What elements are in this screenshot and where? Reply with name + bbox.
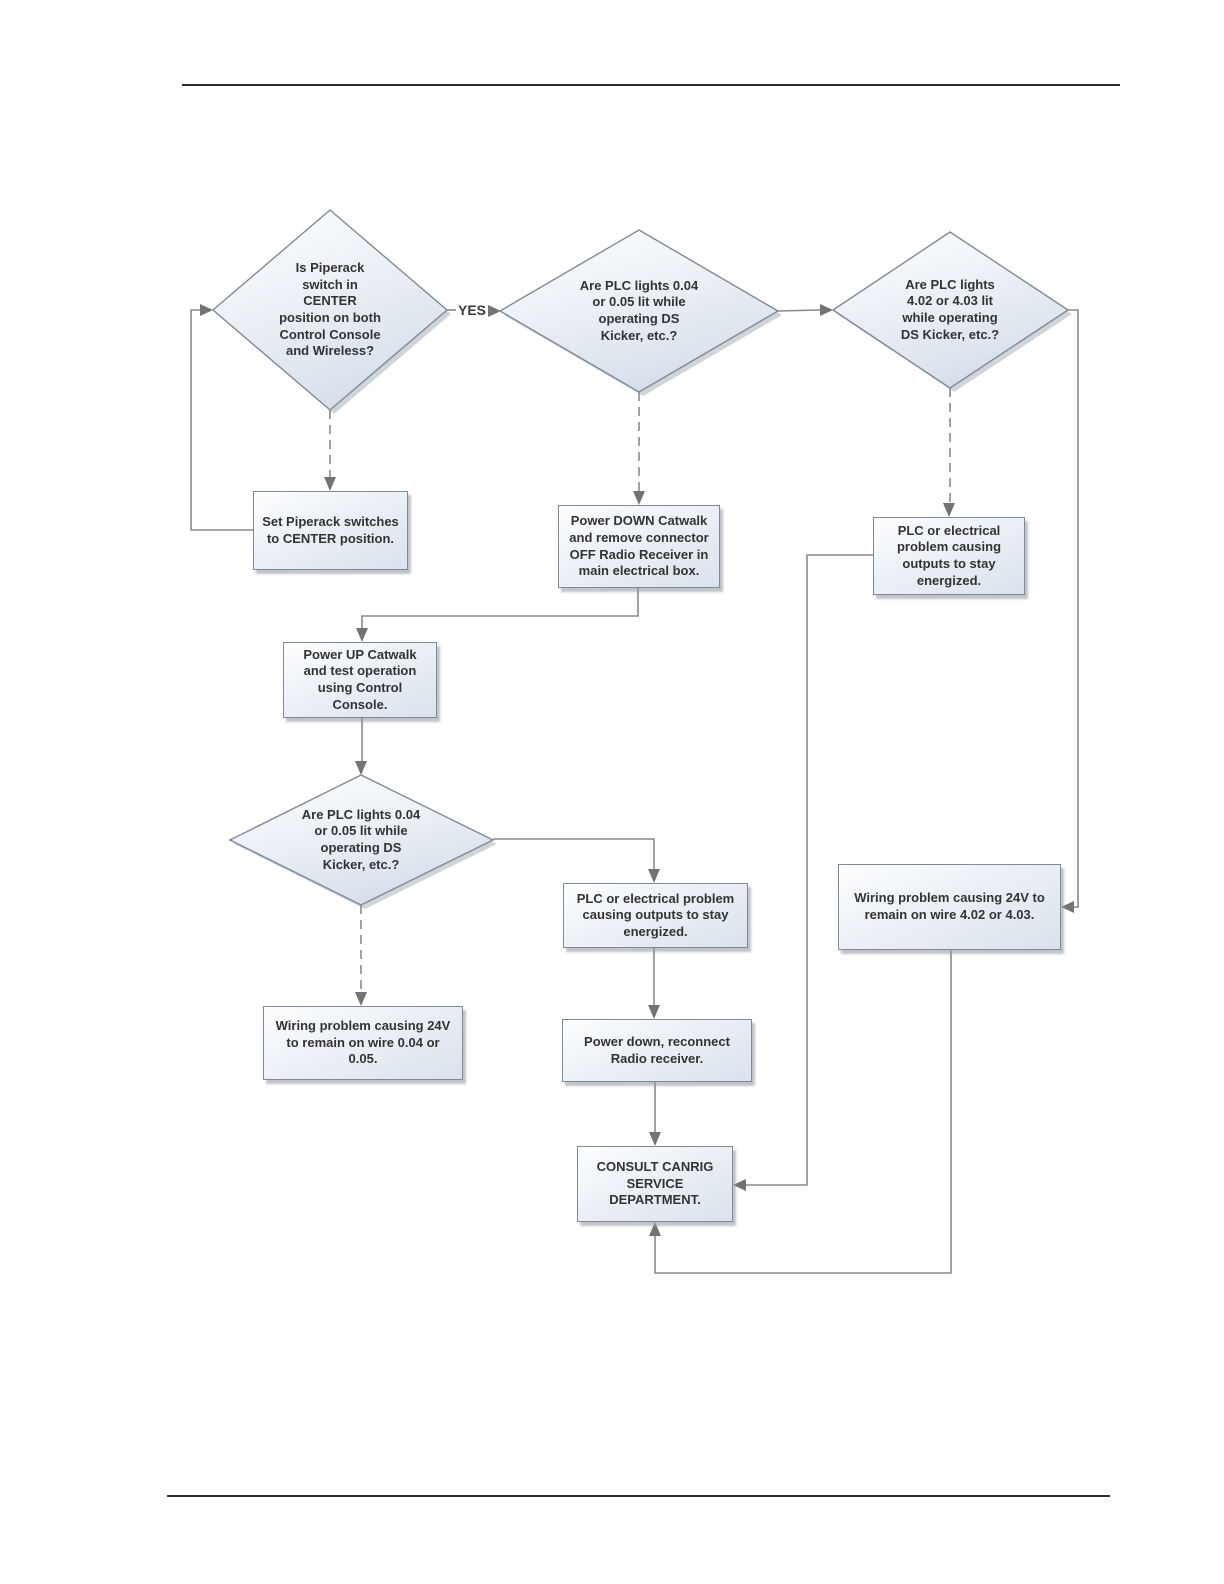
decision-diamonds [211,209,1070,906]
decision-plc-004-005-first: Are PLC lights 0.04 or 0.05 lit while op… [579,277,699,343]
process-plc-problem-center: PLC or electrical problem causing output… [563,883,748,948]
arrow-into-consult-right [733,1179,746,1191]
arrow-into-plcright [943,503,955,517]
arrow-into-decision1 [200,304,213,316]
process-plc-problem-right: PLC or electrical problem causing output… [873,517,1025,595]
arrow-into-decision4 [355,761,367,775]
arrow-into-decision3 [820,304,833,316]
arrow-into-consult-bottom [649,1222,661,1236]
connector-powerdown-to-powerup [361,588,639,629]
arrowheads [200,304,1074,1236]
connector-wiring402-to-consult [654,950,952,1274]
arrow-into-reconnect [648,1005,660,1019]
process-consult-canrig: CONSULT CANRIG SERVICE DEPARTMENT. [577,1146,733,1222]
process-wiring-004-005: Wiring problem causing 24V to remain on … [263,1006,463,1080]
process-power-down-reconnect: Power down, reconnect Radio receiver. [562,1019,752,1082]
arrow-into-plccenter [648,869,660,883]
process-power-up-catwalk: Power UP Catwalk and test operation usin… [283,642,437,718]
connector-plcright-to-consult [746,554,873,1186]
arrow-into-setpiperack [324,477,336,491]
connector-plc402-yes-loop [1068,309,1079,908]
process-wiring-402-403: Wiring problem causing 24V to remain on … [838,864,1061,950]
yes-branch-label: YES [457,302,486,318]
arrow-into-powerup [356,628,368,642]
decision-piperack-center: Is Piperack switch in CENTER position on… [279,260,381,359]
arrow-into-wiring004 [355,992,367,1006]
header-rule [182,84,1120,86]
decision-plc-402-403: Are PLC lights 4.02 or 4.03 lit while op… [900,276,1000,342]
connector-setpiperack-loop [190,309,253,531]
decision-plc-004-005-second: Are PLC lights 0.04 or 0.05 lit while op… [301,806,421,872]
connector-plc1-to-plc402 [777,309,821,312]
process-power-down-catwalk: Power DOWN Catwalk and remove connector … [558,505,720,588]
arrow-yes-into-decision2 [488,305,501,317]
connectors [190,309,1079,1274]
process-set-piperack: Set Piperack switches to CENTER position… [253,491,408,570]
arrow-into-consult-top [649,1132,661,1146]
arrow-into-wiring402 [1061,901,1074,913]
connector-plc2-yes [493,838,655,870]
arrow-into-powerdown [633,491,645,505]
footer-rule [167,1495,1110,1497]
